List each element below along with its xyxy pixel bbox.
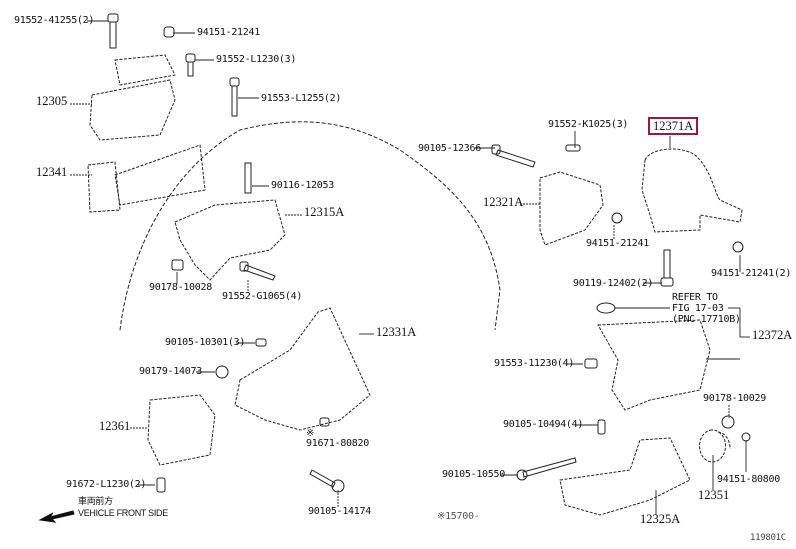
label-91672-L1230[interactable]: 91672-L1230(2) [66, 479, 147, 490]
part-12341 [87, 144, 206, 213]
label-12341[interactable]: 12341 [36, 165, 68, 179]
part-12325A [559, 437, 691, 516]
label-94151-21241-b[interactable]: 94151-21241 [586, 238, 649, 249]
front-side-jp: 車両前方 [78, 496, 113, 506]
label-91552-K1025[interactable]: 91552-K1025(3) [548, 119, 629, 130]
label-90119-12402[interactable]: 90119-12402(2) [573, 278, 654, 289]
label-94151-21241-c[interactable]: 94151-21241(2) [711, 268, 792, 279]
label-91552-41255[interactable]: 91552-41255(2) [14, 15, 95, 26]
label-90105-10301[interactable]: 90105-10301(3) [165, 337, 246, 348]
label-91553-L1255[interactable]: 91553-L1255(2) [261, 93, 342, 104]
label-94151-80800[interactable]: 94151-80800 [717, 474, 780, 485]
label-91553-11230[interactable]: 91553-11230(4) [494, 358, 575, 369]
label-12325A[interactable]: 12325A [640, 512, 681, 526]
engine-outline [119, 121, 501, 331]
note-15700: ※15700- [437, 511, 480, 522]
label-90179-14073[interactable]: 90179-14073 [139, 366, 202, 377]
refer-note-line1: REFER TO [672, 292, 718, 303]
part-12331A [234, 307, 371, 431]
part-12305 [89, 54, 176, 141]
parts [87, 54, 743, 516]
label-90116-12053[interactable]: 90116-12053 [271, 180, 334, 191]
label-12331A[interactable]: 12331A [376, 325, 417, 339]
label-12371A-highlighted[interactable]: 12371A [648, 117, 699, 135]
label-12315A[interactable]: 12315A [304, 205, 345, 219]
label-90105-12366[interactable]: 90105-12366 [418, 143, 481, 154]
arrow-left-down-icon [38, 510, 75, 523]
label-12321A[interactable]: 12321A [483, 195, 524, 209]
fasteners [107, 13, 751, 493]
label-90105-14174[interactable]: 90105-14174 [308, 506, 371, 517]
label-12351[interactable]: 12351 [698, 488, 730, 502]
front-side-en: VEHICLE FRONT SIDE [78, 508, 168, 518]
figure-code: 119801C [750, 533, 786, 543]
label-94151-21241[interactable]: 94151-21241 [197, 27, 260, 38]
part-12321A [539, 171, 604, 246]
part-12351 [699, 429, 731, 463]
label-91671-80820[interactable]: 91671-80820 [306, 438, 369, 449]
label-12372A[interactable]: 12372A [752, 328, 793, 342]
label-90178-10028[interactable]: 90178-10028 [149, 282, 212, 293]
label-91552-L1230[interactable]: 91552-L1230(3) [216, 54, 297, 65]
label-12361[interactable]: 12361 [99, 419, 131, 433]
label-90105-10494[interactable]: 90105-10494(4) [503, 419, 584, 430]
label-90105-10550[interactable]: 90105-10550 [442, 469, 505, 480]
label-91552-G1065[interactable]: 91552-G1065(4) [222, 291, 303, 302]
refer-note-line3: (PNC 17710B) [672, 314, 741, 325]
label-12305[interactable]: 12305 [36, 94, 68, 108]
note-mark: ※ [306, 428, 315, 439]
label-90178-10029[interactable]: 90178-10029 [703, 393, 766, 404]
refer-note-line2[interactable]: FIG 17-03 [672, 303, 724, 314]
part-12371A [641, 148, 743, 233]
part-12315A [174, 199, 286, 281]
part-12372A [597, 319, 711, 411]
part-12361 [147, 394, 216, 466]
